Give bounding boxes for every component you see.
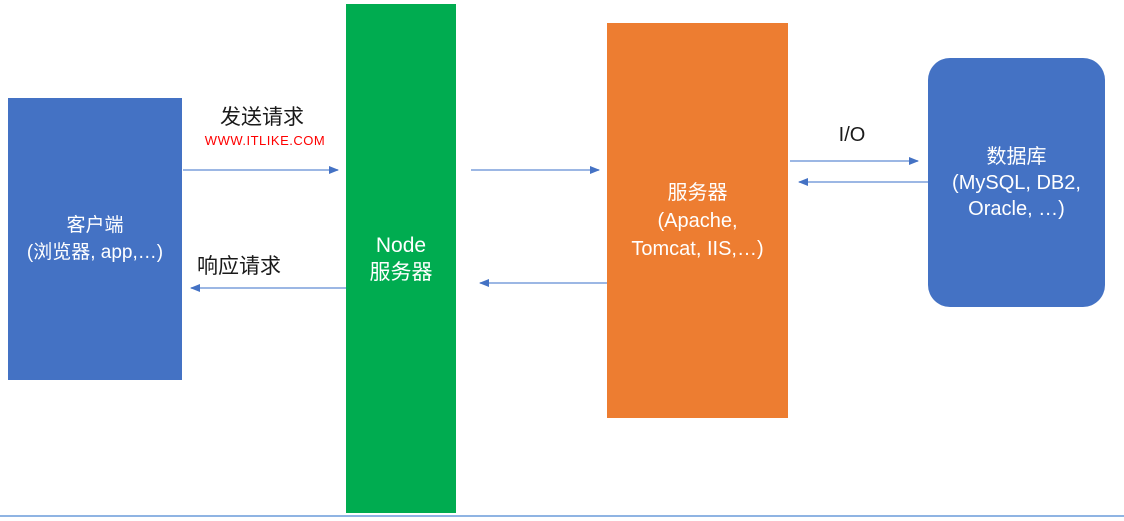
client-box-subtitle: (浏览器, app,…) [26,242,164,263]
client-box-title: 客户端 [66,215,124,236]
bottom-divider-line [0,515,1124,517]
server-box-subtitle-1: (Apache, [657,209,738,232]
site-url-label: WWW.ITLIKE.COM [204,133,326,148]
response-request-label: 响应请求 [197,255,281,278]
node-box-subtitle: 服务器 [369,260,433,284]
database-box-subtitle-2: Oracle, …) [968,197,1065,220]
web-server-box: 服务器 (Apache, Tomcat, IIS,…) [607,23,788,418]
node-box-title: Node [375,233,427,257]
database-box: 数据库 (MySQL, DB2, Oracle, …) [928,58,1105,307]
server-box-subtitle-2: Tomcat, IIS,…) [631,237,764,260]
node-server-box: Node 服务器 [346,4,456,513]
database-box-subtitle-1: (MySQL, DB2, [952,171,1081,194]
database-box-title: 数据库 [986,145,1047,168]
client-box: 客户端 (浏览器, app,…) [8,98,182,380]
server-box-title: 服务器 [667,181,728,204]
send-request-label: 发送请求 [220,106,304,129]
io-label: I/O [838,124,866,146]
